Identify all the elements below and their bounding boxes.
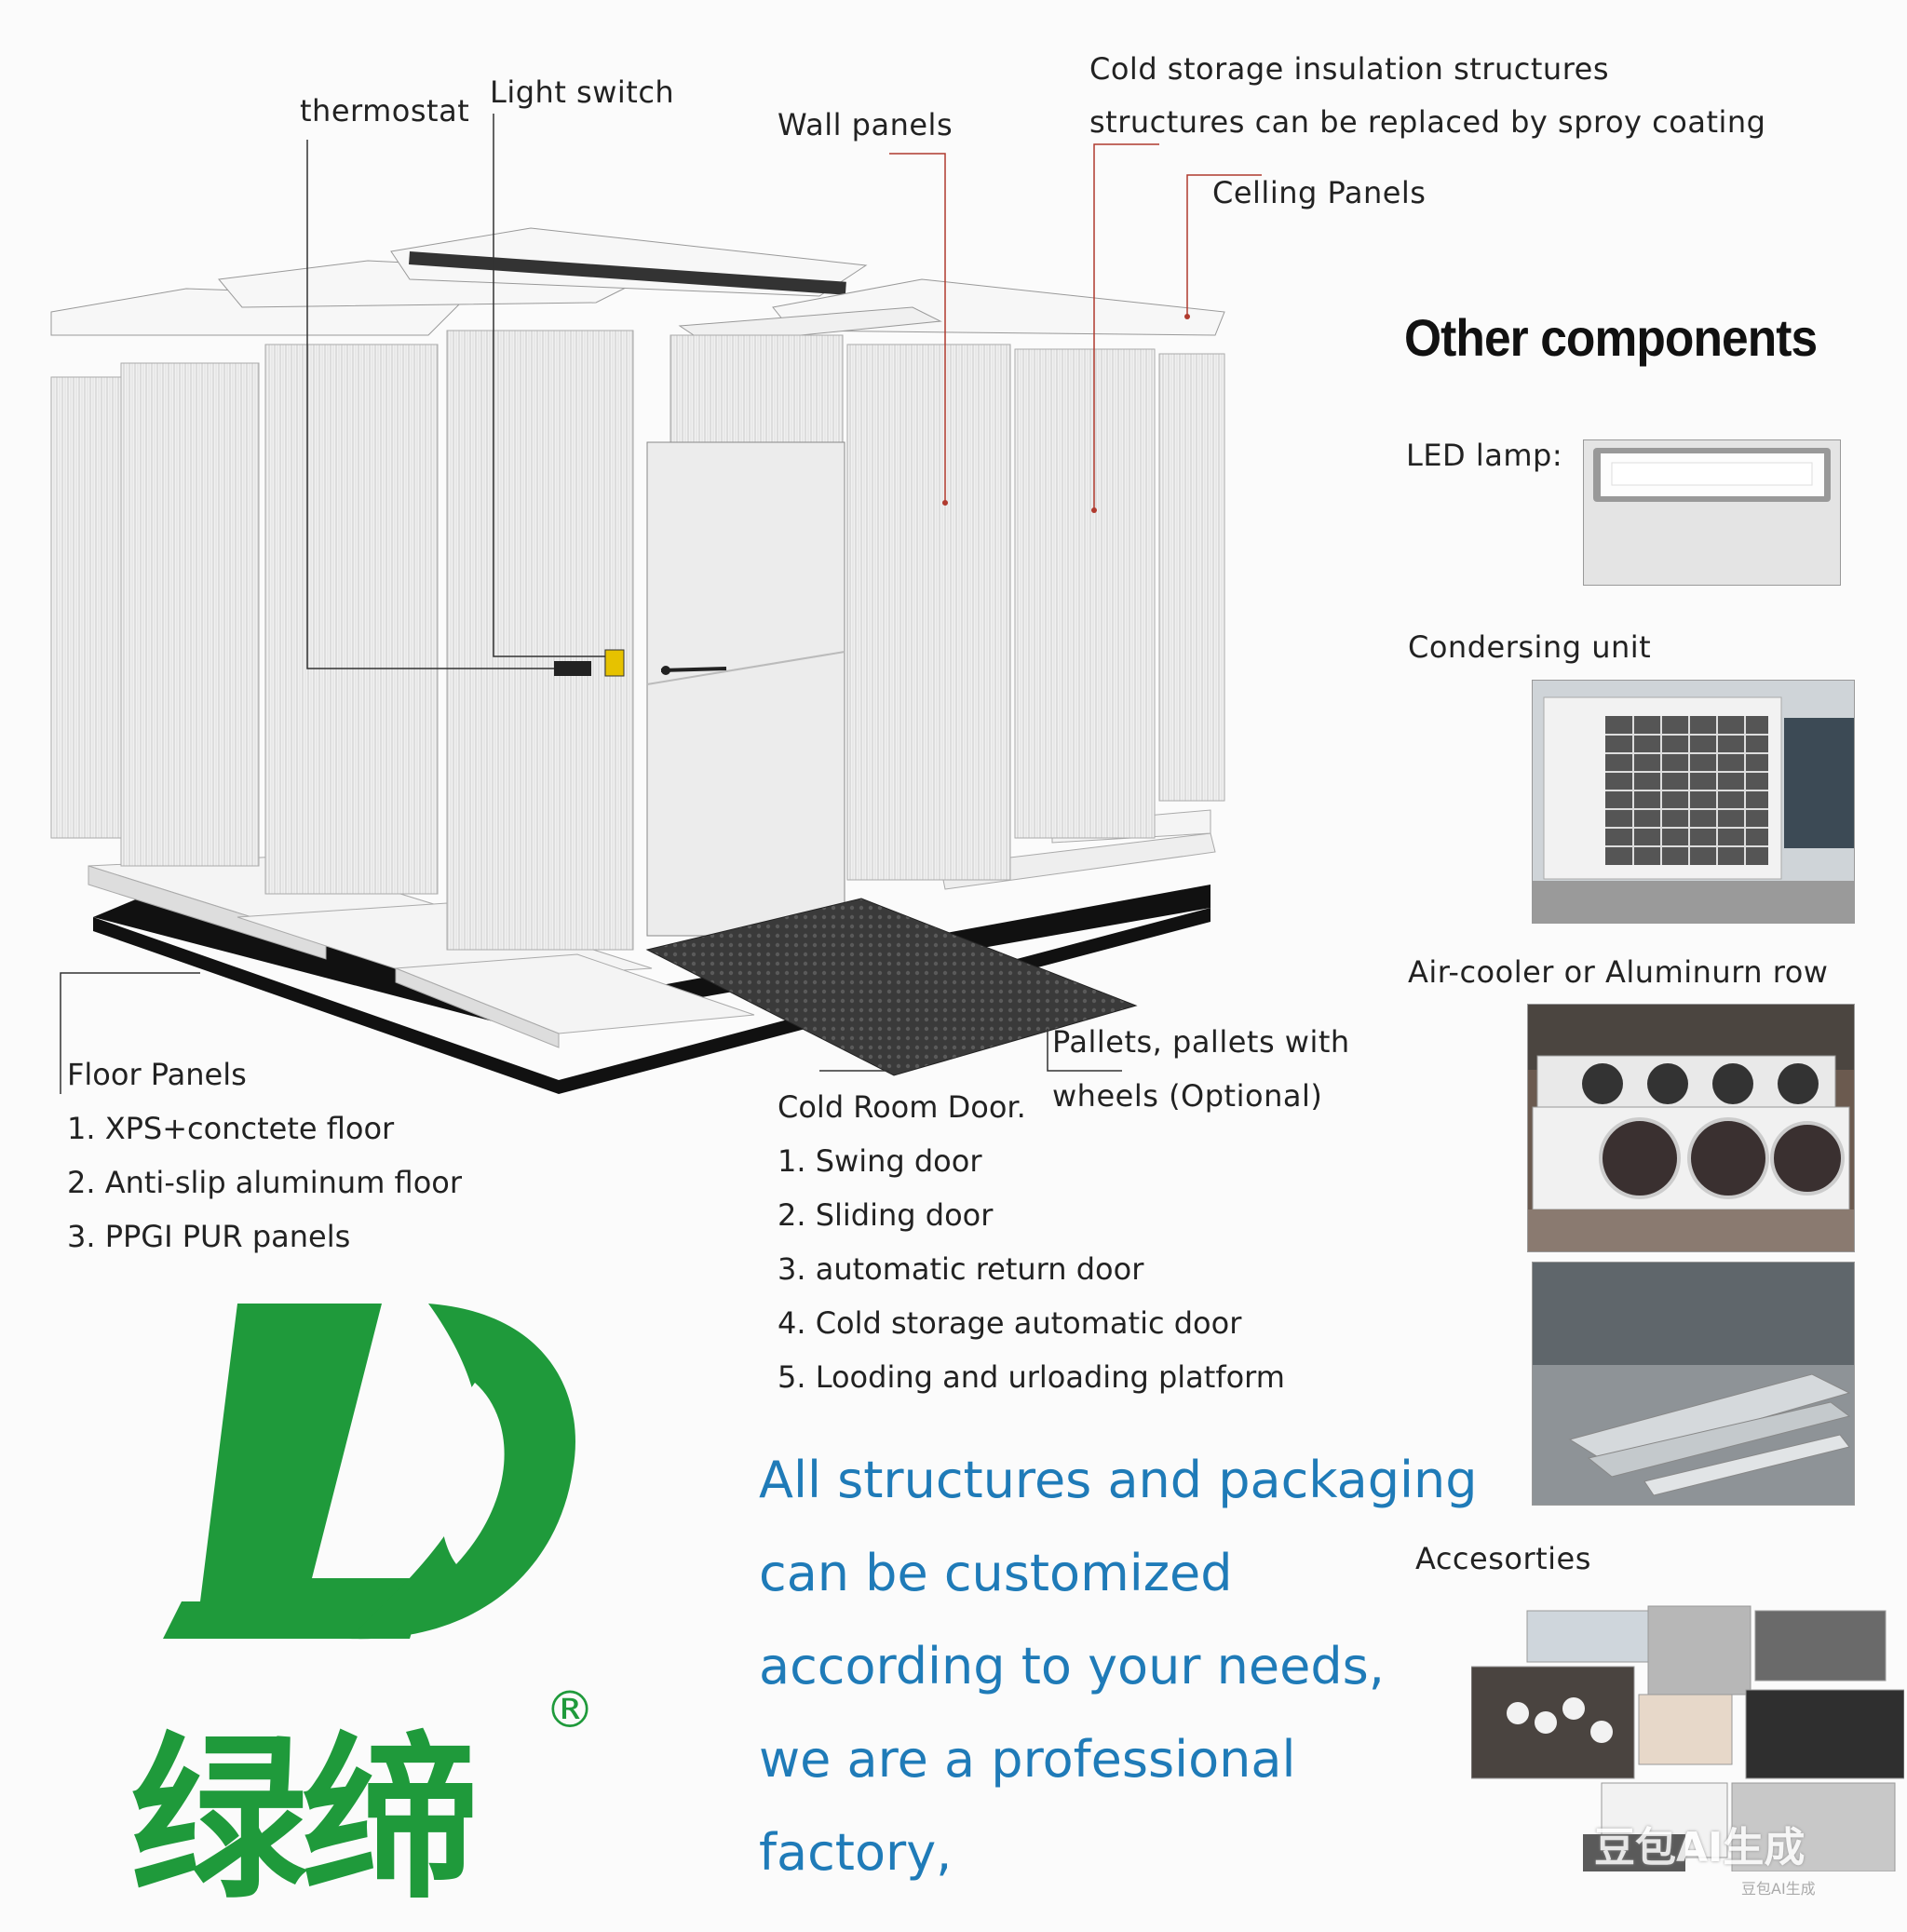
watermark: 豆包AI生成 bbox=[1594, 1824, 1806, 1871]
accessories-label: Accesorties bbox=[1415, 1541, 1591, 1576]
thermostat-label: thermostat bbox=[300, 93, 470, 128]
cold-room-diagram bbox=[50, 114, 1262, 1094]
slogan-line: factory, bbox=[759, 1823, 953, 1882]
door-item: 2. Sliding door bbox=[778, 1197, 994, 1233]
insulation-label-1: Cold storage insulation structures bbox=[1089, 51, 1610, 87]
floor-mat bbox=[645, 898, 1138, 1076]
door-item: 4. Cold storage automatic door bbox=[778, 1305, 1242, 1341]
brand-name-cn: 绿缔 bbox=[130, 1717, 479, 1923]
floor-panels-item: 1. XPS+conctete floor bbox=[67, 1111, 395, 1146]
watermark-small: 豆包AI生成 bbox=[1741, 1880, 1816, 1898]
ceiling-panels bbox=[50, 227, 1225, 345]
pallets-label-2: wheels (Optional) bbox=[1052, 1078, 1323, 1114]
brand-logo-ld bbox=[163, 1304, 575, 1640]
cold-room-door-illustration bbox=[646, 441, 845, 937]
door-item: 5. Looding and urloading platform bbox=[778, 1359, 1285, 1395]
other-components-heading: Other components bbox=[1404, 308, 1818, 367]
aluminum-row-photo bbox=[1532, 1262, 1855, 1506]
slogan-line: All structures and packaging bbox=[759, 1451, 1478, 1509]
thermostat-box bbox=[554, 661, 591, 676]
floor-panels-item: 3. PPGI PUR panels bbox=[67, 1219, 351, 1254]
door-item: 3. automatic return door bbox=[778, 1251, 1144, 1287]
light-switch-box bbox=[604, 649, 625, 677]
cold-room-door-title: Cold Room Door. bbox=[778, 1089, 1026, 1125]
slogan-line: we are a professional bbox=[759, 1730, 1296, 1789]
led-lamp-photo bbox=[1583, 439, 1841, 586]
light-switch-label: Light switch bbox=[490, 74, 675, 110]
ceiling-panels-label: Celling Panels bbox=[1212, 175, 1427, 210]
leader-lines bbox=[60, 114, 1122, 1094]
slogan-line: can be customized bbox=[759, 1544, 1233, 1602]
pallets-label-1: Pallets, pallets with bbox=[1052, 1024, 1350, 1060]
slogan: All structures and packaging can be cust… bbox=[759, 1434, 1477, 1899]
insulation-label-2: structures can be replaced by sproy coat… bbox=[1089, 104, 1766, 140]
leader-lines-red bbox=[889, 143, 1262, 510]
air-cooler-photo bbox=[1527, 1004, 1855, 1252]
condensing-unit-label: Condersing unit bbox=[1408, 629, 1652, 665]
slogan-line: according to your needs, bbox=[759, 1637, 1385, 1696]
floor-panels-item: 2. Anti-slip aluminum floor bbox=[67, 1165, 463, 1200]
floor-panels-list: Floor Panels 1. XPS+conctete floor 2. An… bbox=[67, 1047, 462, 1263]
wall-panels-label: Wall panels bbox=[778, 107, 954, 142]
condensing-unit-photo bbox=[1532, 680, 1855, 924]
registered-mark: ® bbox=[545, 1681, 595, 1739]
door-item: 1. Swing door bbox=[778, 1143, 982, 1179]
accessories-collage bbox=[1470, 1601, 1905, 1872]
led-lamp-label: LED lamp: bbox=[1406, 438, 1563, 473]
wall-panels bbox=[50, 330, 1225, 951]
floor-panels-title: Floor Panels bbox=[67, 1057, 247, 1092]
cold-room-door-list: Cold Room Door. 1. Swing door 2. Sliding… bbox=[778, 1080, 1285, 1404]
air-cooler-label: Air-cooler or Aluminurn row bbox=[1408, 954, 1829, 990]
